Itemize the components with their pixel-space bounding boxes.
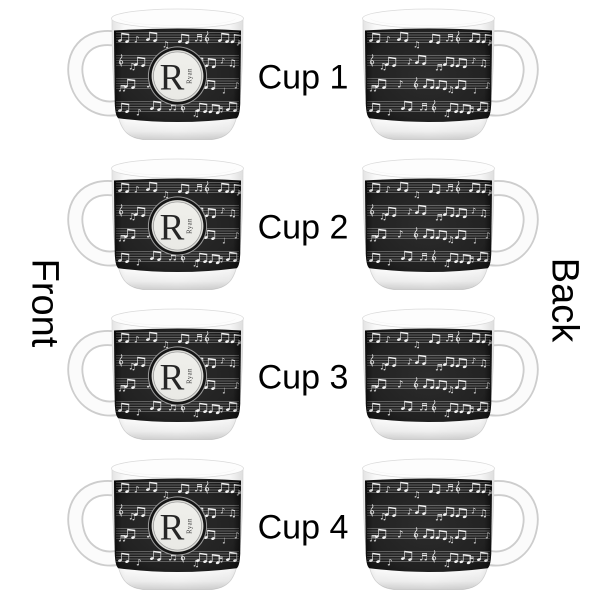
cup-rim — [362, 308, 495, 329]
monogram-initial: R — [160, 358, 185, 399]
cup-rim — [362, 158, 495, 179]
monogram-badge: R Ryan — [147, 46, 208, 106]
cup-2-front-view: ♪♫♬♪ ♫♪♬♫♪ — [67, 158, 244, 290]
music-notes-pattern: ♪♫♬♪ ♫♪♬♫♪ — [365, 328, 492, 422]
monogram-name: Ryan — [187, 518, 194, 534]
cup-handle — [477, 480, 539, 567]
music-notes-band: ♪♫♬♪ ♫♪♬♫♪ — [365, 328, 492, 422]
cup-handle — [67, 180, 129, 267]
cup-rim — [362, 8, 495, 29]
monogram-badge: R Ryan — [147, 196, 208, 256]
monogram-initial: R — [160, 508, 185, 549]
music-notes-pattern: ♪♫♬♪ ♫♪♬♫♪ — [365, 478, 492, 572]
cup-label: Cup 3 — [257, 358, 349, 397]
back-view-label: Back — [543, 257, 586, 343]
cup-handle — [477, 30, 539, 117]
monogram-badge: R Ryan — [147, 346, 208, 406]
cup-label: Cup 4 — [257, 508, 349, 547]
cup-handle — [477, 180, 539, 267]
music-notes-band: ♪♫♬♪ ♫♪♬♫♪ — [365, 178, 492, 272]
cup-rim — [111, 308, 244, 329]
cup-handle — [67, 480, 129, 567]
music-notes-band: ♪♫♬♪ ♫♪♬♫♪ — [365, 478, 492, 572]
cup-handle — [67, 30, 129, 117]
music-notes-pattern: ♪♫♬♪ ♫♪♬♫♪ — [365, 28, 492, 122]
cup-3-front-view: ♪♫♬♪ ♫♪♬♫♪ — [67, 308, 244, 440]
music-notes-band: ♪♫♬♪ ♫♪♬♫♪ — [365, 28, 492, 122]
music-notes-pattern: ♪♫♬♪ ♫♪♬♫♪ — [365, 178, 492, 272]
cup-rim — [111, 458, 244, 479]
cup-1-front-view: ♪♫♬♪ ♫♪♬♫♪ — [67, 8, 244, 140]
monogram-name: Ryan — [187, 218, 194, 234]
cup-handle — [67, 330, 129, 417]
cup-4-front-view: ♪♫♬♪ ♫♪♬♫♪ — [67, 458, 244, 590]
monogram-name: Ryan — [187, 68, 194, 84]
monogram-initial: R — [160, 58, 185, 99]
cup-rim — [111, 8, 244, 29]
cup-label: Cup 1 — [257, 58, 349, 97]
music-notes-pattern: ♪♫♬♪ ♫♪♬♫♪ — [114, 328, 241, 422]
cup-1-back-view: ♪♫♬♪ ♫♪♬♫♪ — [362, 8, 539, 140]
cup-label: Cup 2 — [257, 208, 349, 247]
cup-3-back-view: ♪♫♬♪ ♫♪♬♫♪ — [362, 308, 539, 440]
cup-4-back-view: ♪♫♬♪ ♫♪♬♫♪ — [362, 458, 539, 590]
monogram-name: Ryan — [187, 368, 194, 384]
cup-rim — [362, 458, 495, 479]
cup-handle — [477, 330, 539, 417]
cup-rim — [111, 158, 244, 179]
monogram-badge: R Ryan — [147, 496, 208, 556]
cup-2-back-view: ♪♫♬♪ ♫♪♬♫♪ — [362, 158, 539, 290]
monogram-initial: R — [160, 208, 185, 249]
